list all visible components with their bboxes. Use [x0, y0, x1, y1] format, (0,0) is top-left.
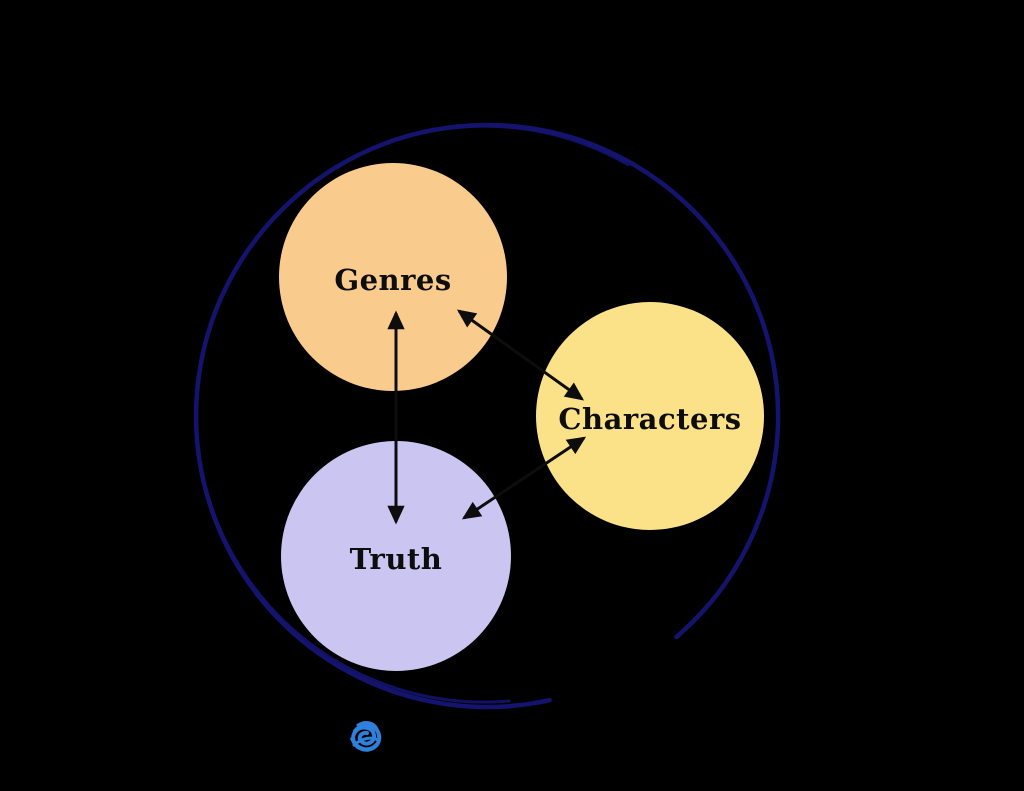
node-genres-circle — [279, 163, 507, 391]
arrow-genres-characters — [456, 309, 585, 401]
outer-circle-arc-sketch-overlap — [194, 124, 630, 704]
arrow-truth-characters — [461, 436, 587, 520]
node-characters-circle — [536, 302, 764, 530]
node-genres-label: Genres — [334, 263, 451, 297]
blue-scribble-icon — [350, 720, 382, 752]
node-truth-circle — [281, 441, 511, 671]
node-truth-label: Truth — [350, 542, 443, 576]
node-characters-label: Characters — [558, 402, 741, 436]
